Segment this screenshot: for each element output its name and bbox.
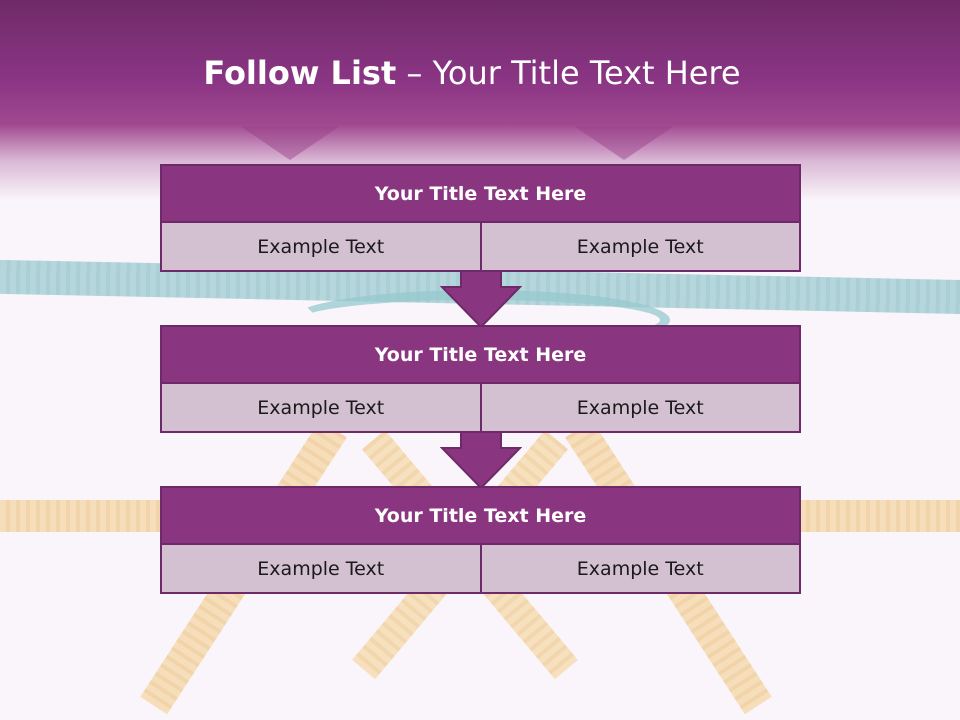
block-cell-left: Example Text: [162, 384, 480, 431]
block-cell-left: Example Text: [162, 545, 480, 592]
block-cell-right: Example Text: [479, 384, 799, 431]
block-cells: Example Text Example Text: [162, 545, 799, 592]
header-notch-right: [574, 126, 674, 160]
header-notch-left: [240, 126, 340, 160]
block-cells: Example Text Example Text: [162, 384, 799, 431]
slide-title-rest: – Your Title Text Here: [396, 54, 741, 92]
slide-title-bold: Follow List: [203, 54, 397, 92]
down-arrow-icon: [440, 432, 522, 490]
down-arrow-icon: [440, 271, 522, 329]
block-title: Your Title Text Here: [162, 327, 799, 384]
block-cell-right: Example Text: [479, 545, 799, 592]
block-cells: Example Text Example Text: [162, 223, 799, 270]
block-title: Your Title Text Here: [162, 166, 799, 223]
block-cell-left: Example Text: [162, 223, 480, 270]
list-block-1: Your Title Text Here Example Text Exampl…: [160, 164, 801, 272]
slide-title: Follow List – Your Title Text Here: [0, 54, 944, 92]
list-block-3: Your Title Text Here Example Text Exampl…: [160, 486, 801, 594]
list-block-2: Your Title Text Here Example Text Exampl…: [160, 325, 801, 433]
block-title: Your Title Text Here: [162, 488, 799, 545]
block-cell-right: Example Text: [479, 223, 799, 270]
